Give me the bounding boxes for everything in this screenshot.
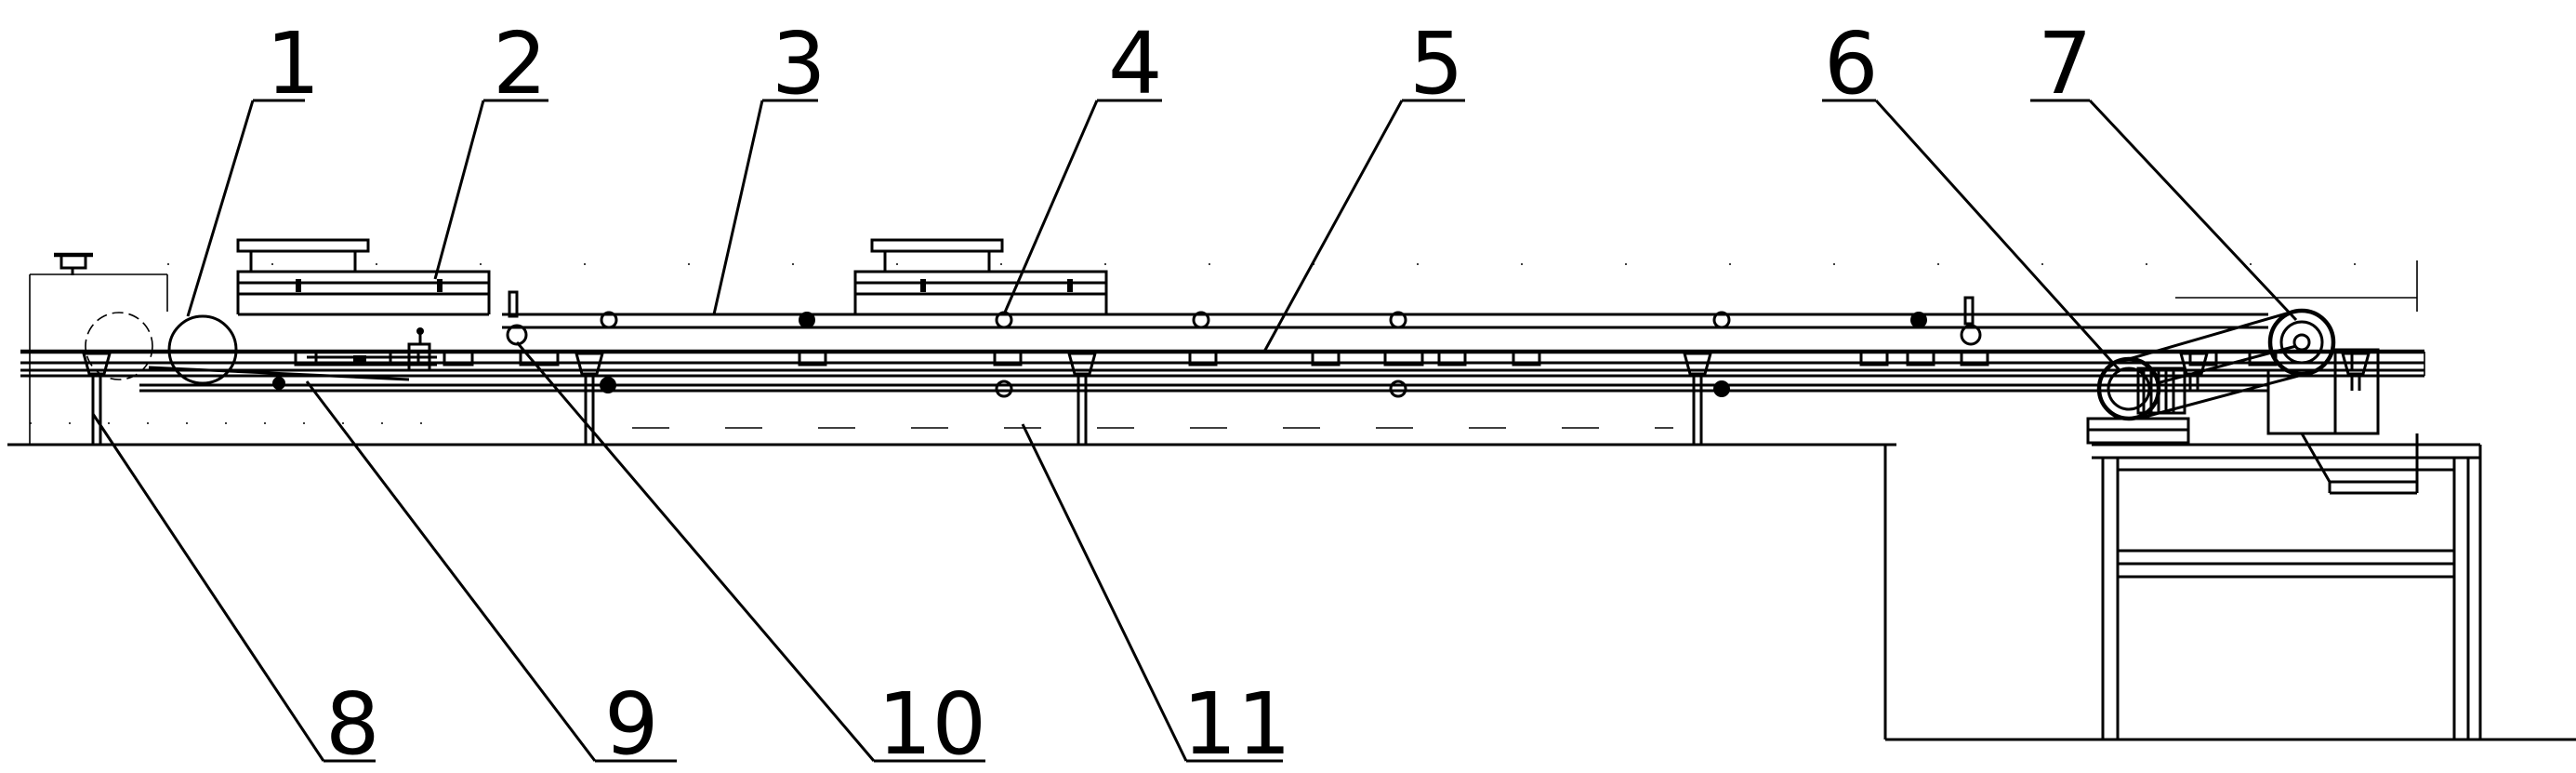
take-up-unit [307,327,437,372]
leg [1067,352,1097,445]
label-10: 10 [878,674,986,773]
drive-motor [2086,356,2190,445]
label-11: 11 [1182,674,1291,773]
leg [1683,352,1712,445]
leg [2341,352,2371,391]
construction-marks [30,263,2417,429]
part-labels: 1 2 3 4 5 6 7 8 9 10 11 [266,14,2093,773]
label-3: 3 [772,14,826,113]
label-1: 1 [266,14,321,113]
drive-sprocket [2128,308,2419,495]
floor-line [7,443,2576,741]
label-5: 5 [1409,14,1464,113]
leg [575,352,604,445]
conveyor-body [20,260,2425,445]
label-6: 6 [1824,14,1879,113]
label-2: 2 [493,14,548,113]
label-8: 8 [325,674,380,773]
leg [82,352,112,445]
idler-rollers [272,290,1982,398]
feed-hopper-right [853,238,1108,314]
support-legs [82,352,2371,445]
label-4: 4 [1108,14,1163,113]
tail-pulley [85,312,410,385]
feed-hopper-left [236,238,491,316]
label-7: 7 [2038,14,2093,113]
vent-cap [54,252,93,275]
label-9: 9 [604,674,659,773]
leader-lines [91,99,2298,763]
support-frame [2092,443,2482,740]
